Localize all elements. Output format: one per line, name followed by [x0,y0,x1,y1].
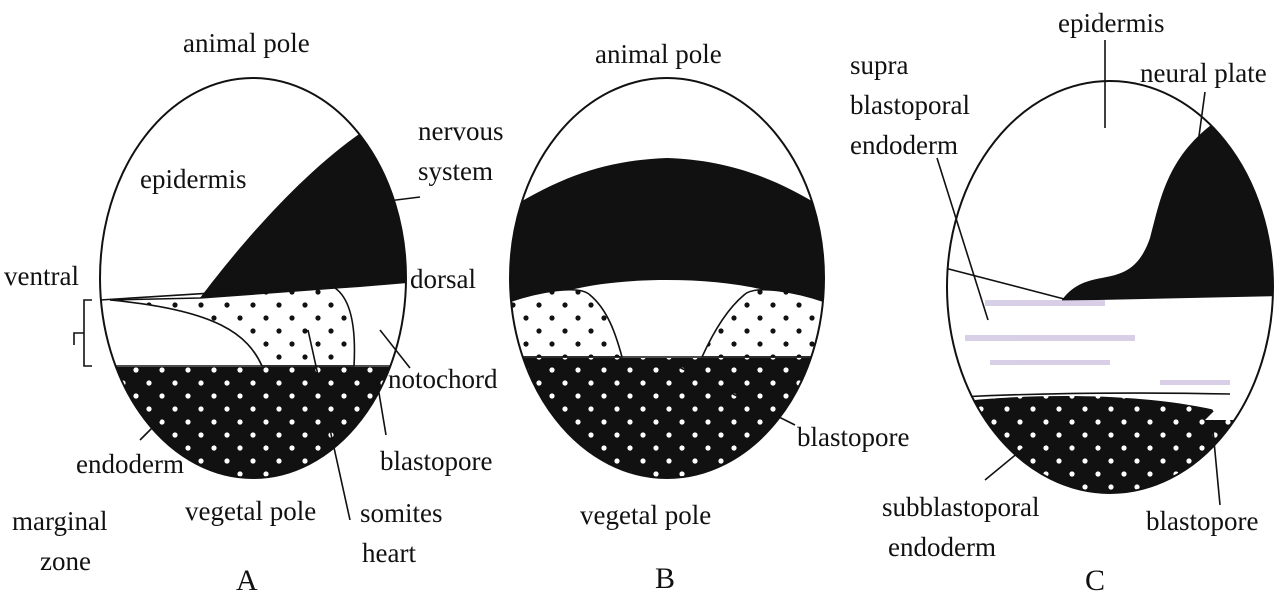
label-blastopore-c: blastopore [1146,506,1258,536]
label-epidermis-a: epidermis [140,164,246,194]
panel-c: epidermis neural plate supra blastoporal… [850,8,1286,597]
label-somites-a: somites [360,498,443,528]
label-blastoporal-c: blastoporal [850,90,970,120]
label-notochord-a: notochord [388,364,498,394]
panel-b: animal pole blastopore vegetal pole B [500,39,909,595]
label-system-a: system [418,156,493,186]
neural-plate-region [1062,120,1286,300]
label-epidermis-c: epidermis [1058,8,1164,38]
label-neural-plate-c: neural plate [1140,58,1267,88]
label-marginal-a: marginal [12,506,107,536]
label-heart-a: heart [362,538,416,568]
label-supra-c: supra [850,50,908,80]
label-blastopore-a: blastopore [380,446,492,476]
label-endoderm2-c: endoderm [888,532,996,562]
endoderm-region-b [500,358,840,488]
label-animal-pole-b: animal pole [595,39,722,69]
panel-letter-b: B [655,562,675,595]
label-nervous-a: nervous [418,116,503,146]
marginal-zone-bracket [74,300,92,366]
label-ventral-a: ventral [4,261,79,291]
panel-letter-c: C [1085,564,1105,597]
label-endoderm-c: endoderm [850,130,958,160]
left-mesoderm-region [500,290,622,357]
label-vegetal-pole-b: vegetal pole [580,500,711,530]
label-endoderm-a: endoderm [76,449,184,479]
panel-letter-a: A [236,564,258,597]
label-blastopore-b: blastopore [797,422,909,452]
faint-marks [965,300,1230,385]
label-dorsal-a: dorsal [410,264,476,294]
label-animal-pole-a: animal pole [183,28,310,58]
panel-a: animal pole epidermis nervous system ven… [4,28,503,597]
nervous-system-region [200,132,420,298]
label-vegetal-pole-a: vegetal pole [185,496,316,526]
label-subblastoporal-c: subblastoporal [882,492,1039,522]
label-zone-a: zone [40,546,91,576]
somites-heart-region [110,288,354,366]
